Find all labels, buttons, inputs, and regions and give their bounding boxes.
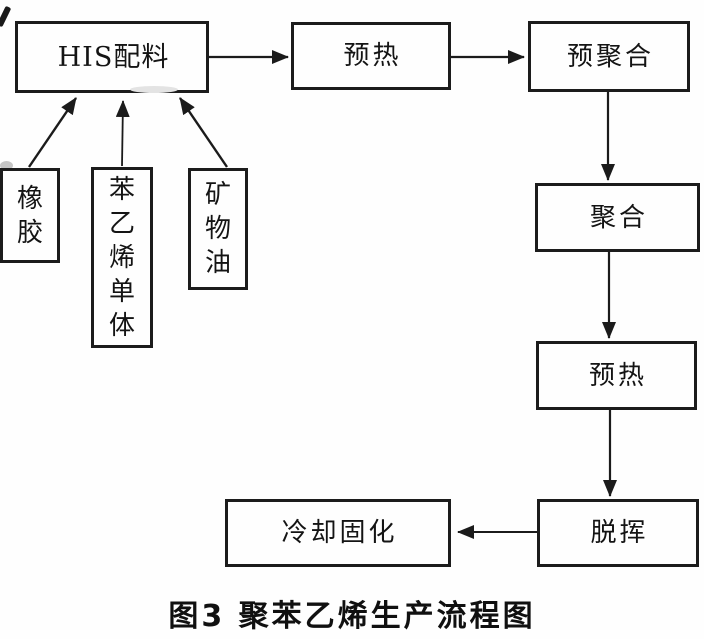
node-prepolymerization-label: 预聚合 — [566, 41, 654, 72]
node-cooling-solidification: 冷却固化 — [225, 499, 451, 567]
node-styrene-monomer-label: 苯乙烯单体 — [108, 174, 135, 341]
node-rubber-label: 橡胶 — [16, 183, 43, 248]
node-polymerization: 聚合 — [535, 183, 700, 252]
node-styrene-monomer: 苯乙烯单体 — [91, 167, 153, 348]
node-his-batching: HIS配料 — [15, 21, 209, 93]
node-devolatilization-label: 脱挥 — [590, 518, 649, 548]
arrow-mineral-oil-to-his — [179, 97, 228, 168]
node-prepolymerization: 预聚合 — [528, 21, 690, 92]
node-cooling-solidification-label: 冷却固化 — [281, 518, 398, 548]
node-preheat-2-label: 预热 — [588, 360, 647, 391]
node-rubber: 橡胶 — [0, 168, 60, 263]
node-preheat-1: 预热 — [291, 22, 451, 90]
node-mineral-oil: 矿物油 — [188, 168, 248, 290]
figure-caption: 图3 聚苯乙烯生产流程图 — [168, 599, 536, 634]
node-polymerization-label: 聚合 — [589, 202, 648, 233]
node-preheat-2: 预热 — [536, 341, 697, 410]
node-mineral-oil-label: 矿物油 — [204, 180, 231, 278]
node-preheat-1-label: 预热 — [343, 41, 402, 71]
scan-artifact-smudge — [0, 161, 13, 170]
arrow-styrene-to-his — [115, 100, 130, 167]
arrow-rubber-to-his — [28, 97, 77, 168]
scan-artifact-smear — [130, 86, 178, 93]
node-his-batching-label: HIS配料 — [57, 41, 170, 73]
node-devolatilization: 脱挥 — [537, 499, 699, 567]
